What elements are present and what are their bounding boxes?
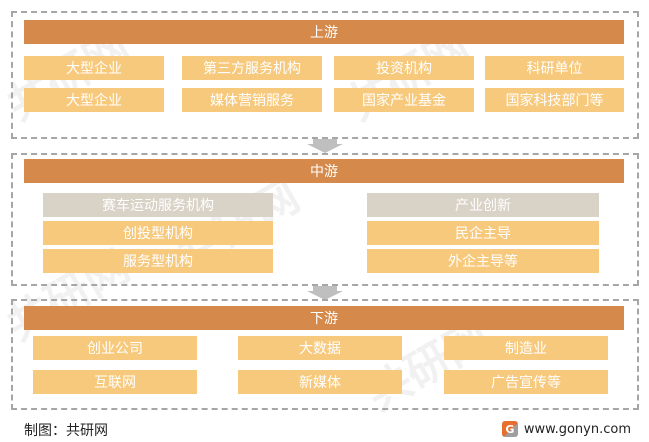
midstream-header: 中游 <box>24 159 624 183</box>
upstream-box: 大型企业 <box>24 56 164 80</box>
footer-brand: G www.gonyn.com <box>501 421 631 437</box>
logo-icon: G <box>501 421 518 437</box>
upstream-box: 国家产业基金 <box>334 88 474 112</box>
midstream-box: 外企主导等 <box>367 249 599 273</box>
upstream-box: 科研单位 <box>485 56 624 80</box>
downstream-box: 制造业 <box>444 336 608 360</box>
downstream-box: 创业公司 <box>33 336 197 360</box>
downstream-section <box>11 299 639 410</box>
midstream-section <box>11 153 639 286</box>
upstream-box: 第三方服务机构 <box>182 56 322 80</box>
upstream-section <box>11 11 639 139</box>
midstream-box: 民企主导 <box>367 221 599 245</box>
midstream-box: 赛车运动服务机构 <box>43 193 273 217</box>
midstream-box: 产业创新 <box>367 193 599 217</box>
midstream-box: 服务型机构 <box>43 249 273 273</box>
flow-arrow-stem <box>313 139 337 144</box>
upstream-box: 国家科技部门等 <box>485 88 624 112</box>
downstream-box: 新媒体 <box>238 370 402 394</box>
source-label: 制图：共研网 <box>24 423 108 439</box>
downstream-box: 广告宣传等 <box>444 370 608 394</box>
midstream-box: 创投型机构 <box>43 221 273 245</box>
upstream-box: 媒体营销服务 <box>182 88 322 112</box>
downstream-box: 大数据 <box>238 336 402 360</box>
website-url: www.gonyn.com <box>523 421 631 437</box>
down-arrow-icon <box>307 144 343 153</box>
upstream-box: 大型企业 <box>24 88 164 112</box>
down-arrow-icon <box>307 291 343 300</box>
downstream-header: 下游 <box>24 306 624 330</box>
upstream-box: 投资机构 <box>334 56 474 80</box>
upstream-header: 上游 <box>24 20 624 44</box>
downstream-box: 互联网 <box>33 370 197 394</box>
flow-arrow-stem <box>313 286 337 291</box>
